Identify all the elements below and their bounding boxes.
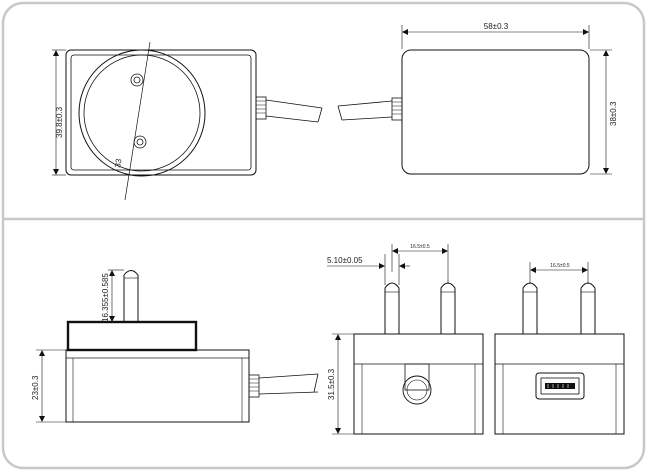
pin-spacing-dim-front: 16.5±0.5 bbox=[410, 244, 430, 250]
front-height-dim: 39.8±0.3 bbox=[55, 106, 64, 138]
pin-spacing-dim-back: 16.5±0.5 bbox=[550, 263, 570, 269]
side-width-dim: 58±0.3 bbox=[484, 22, 509, 31]
side-view-dims bbox=[401, 25, 612, 175]
plug-body-dim: 23±0.3 bbox=[31, 375, 40, 400]
pin-width-dim: 5.10±0.05 bbox=[327, 256, 363, 265]
side-view bbox=[337, 49, 590, 175]
plug-pin-dim: 16.355±0.585 bbox=[101, 273, 110, 322]
front-view-dims bbox=[52, 49, 66, 176]
plug-side-dims bbox=[36, 269, 124, 423]
front-view bbox=[65, 41, 323, 201]
pin-front-height-dim: 31.5±0.3 bbox=[327, 368, 336, 400]
side-height-dim: 38±0.3 bbox=[609, 101, 618, 126]
pin-back-view bbox=[494, 282, 625, 435]
pin-back-dims bbox=[529, 262, 589, 284]
pin-front-dims bbox=[327, 244, 449, 435]
front-angle-label: 33 bbox=[113, 157, 124, 168]
plug-side-view bbox=[65, 270, 319, 423]
